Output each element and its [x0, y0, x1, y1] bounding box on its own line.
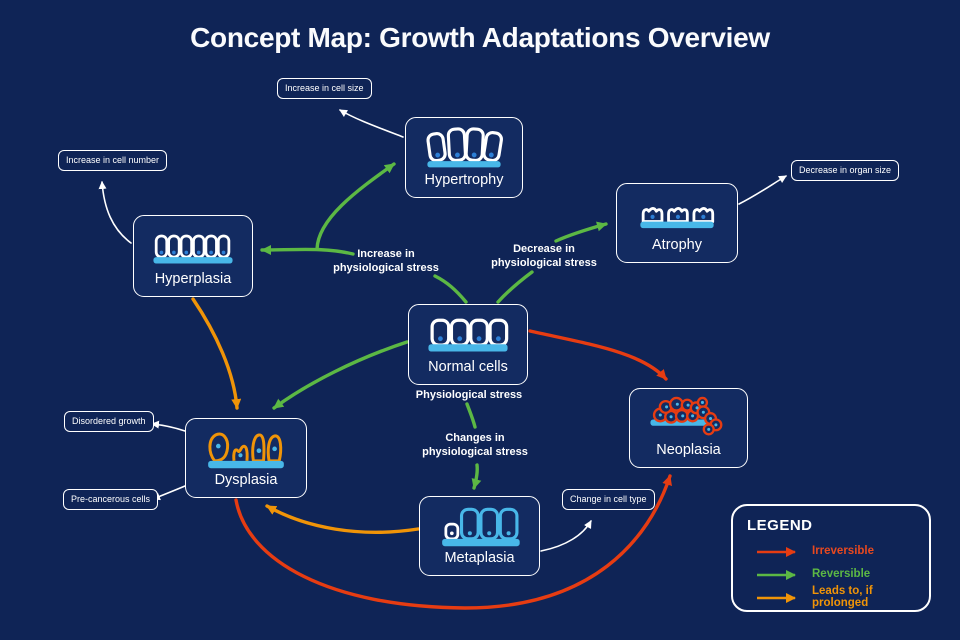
legend-row-irreversible: Irreversible: [747, 540, 917, 563]
edge-label-decrease-stress: Decrease in physiological stress: [491, 243, 597, 270]
hypertrophy-cells-icon: [426, 127, 503, 168]
edge-normal-to-metaplasia: [471, 463, 482, 490]
normal-cells-icon: [428, 318, 509, 352]
node-metaplasia: Metaplasia: [419, 496, 540, 576]
annotation-pre-cancerous-cells: Pre-cancerous cells: [63, 489, 159, 510]
annotation-increase-cell-size: Increase in cell size: [277, 78, 372, 99]
annotation-disordered-growth: Disordered growth: [64, 411, 154, 432]
legend-item-leads-to: Leads to, if prolonged: [812, 585, 873, 609]
edge-label-increase-stress: Increase in physiological stress: [333, 248, 439, 275]
dysplasia-cells-icon: [208, 432, 284, 469]
connector-hypertrophy-to-increase-cell-size: [339, 109, 404, 138]
annotation-decrease-organ-size: Decrease in organ size: [791, 160, 900, 181]
edge-normal-to-metaplasia-stub: [465, 402, 477, 429]
edge-normal-to-hypertrophy: [315, 162, 396, 251]
legend-title: LEGEND: [747, 517, 813, 534]
hyperplasia-cells-icon: [153, 234, 233, 264]
edge-normal-to-atrophy: [554, 221, 608, 243]
edge-normal-to-neoplasia: [528, 329, 668, 381]
node-label-atrophy: Atrophy: [652, 237, 702, 254]
edge-normal-to-dysplasia: [272, 340, 409, 410]
node-label-hyperplasia: Hyperplasia: [154, 271, 232, 288]
legend-row-leads-to: Leads to, if prolonged: [747, 585, 917, 609]
reversible-arrow-icon: [757, 569, 796, 580]
edge-normal-to-increase-label-stub: [433, 274, 468, 304]
node-label-normal-cells: Normal cells: [428, 359, 508, 376]
atrophy-cells-icon: [640, 207, 715, 229]
node-neoplasia: Neoplasia: [629, 388, 748, 468]
node-label-hypertrophy: Hypertrophy: [424, 172, 504, 189]
irreversible-arrow-icon: [757, 546, 796, 557]
annotation-increase-cell-number: Increase in cell number: [58, 150, 168, 171]
connector-dysplasia-to-disordered-growth: [151, 420, 186, 432]
node-label-neoplasia: Neoplasia: [656, 442, 721, 459]
legend-item-irreversible: Irreversible: [812, 544, 875, 557]
legend-item-reversible: Reversible: [812, 567, 871, 580]
edge-metaplasia-to-dysplasia: [265, 504, 420, 534]
edge-hyperplasia-to-dysplasia: [191, 297, 242, 410]
node-hypertrophy: Hypertrophy: [405, 117, 523, 198]
metaplasia-cells-icon: [441, 507, 520, 547]
leads-to-arrow-icon: [757, 592, 796, 603]
node-label-metaplasia: Metaplasia: [444, 550, 515, 567]
edge-label-changes-stress: Changes in physiological stress: [422, 432, 528, 459]
node-hyperplasia: Hyperplasia: [133, 215, 253, 297]
node-label-dysplasia: Dysplasia: [214, 472, 278, 489]
connector-hyperplasia-to-increase-cell-number: [98, 181, 132, 244]
page-title: Concept Map: Growth Adaptations Overview: [190, 22, 770, 53]
legend: LEGEND Irreversible Reversible Leads to,…: [731, 504, 931, 612]
edge-normal-to-decrease-label-stub: [496, 270, 534, 304]
annotation-change-in-cell-type: Change in cell type: [562, 489, 655, 510]
node-dysplasia: Dysplasia: [185, 418, 307, 498]
node-normal-cells: Normal cells: [408, 304, 528, 385]
neoplasia-cells-icon: [649, 396, 722, 436]
edge-label-physiological-stress: Physiological stress: [415, 389, 523, 401]
node-atrophy: Atrophy: [616, 183, 738, 263]
legend-row-reversible: Reversible: [747, 563, 917, 586]
connector-atrophy-to-decrease-organ-size: [738, 175, 787, 205]
connector-metaplasia-to-change-in-cell-type: [540, 520, 592, 552]
